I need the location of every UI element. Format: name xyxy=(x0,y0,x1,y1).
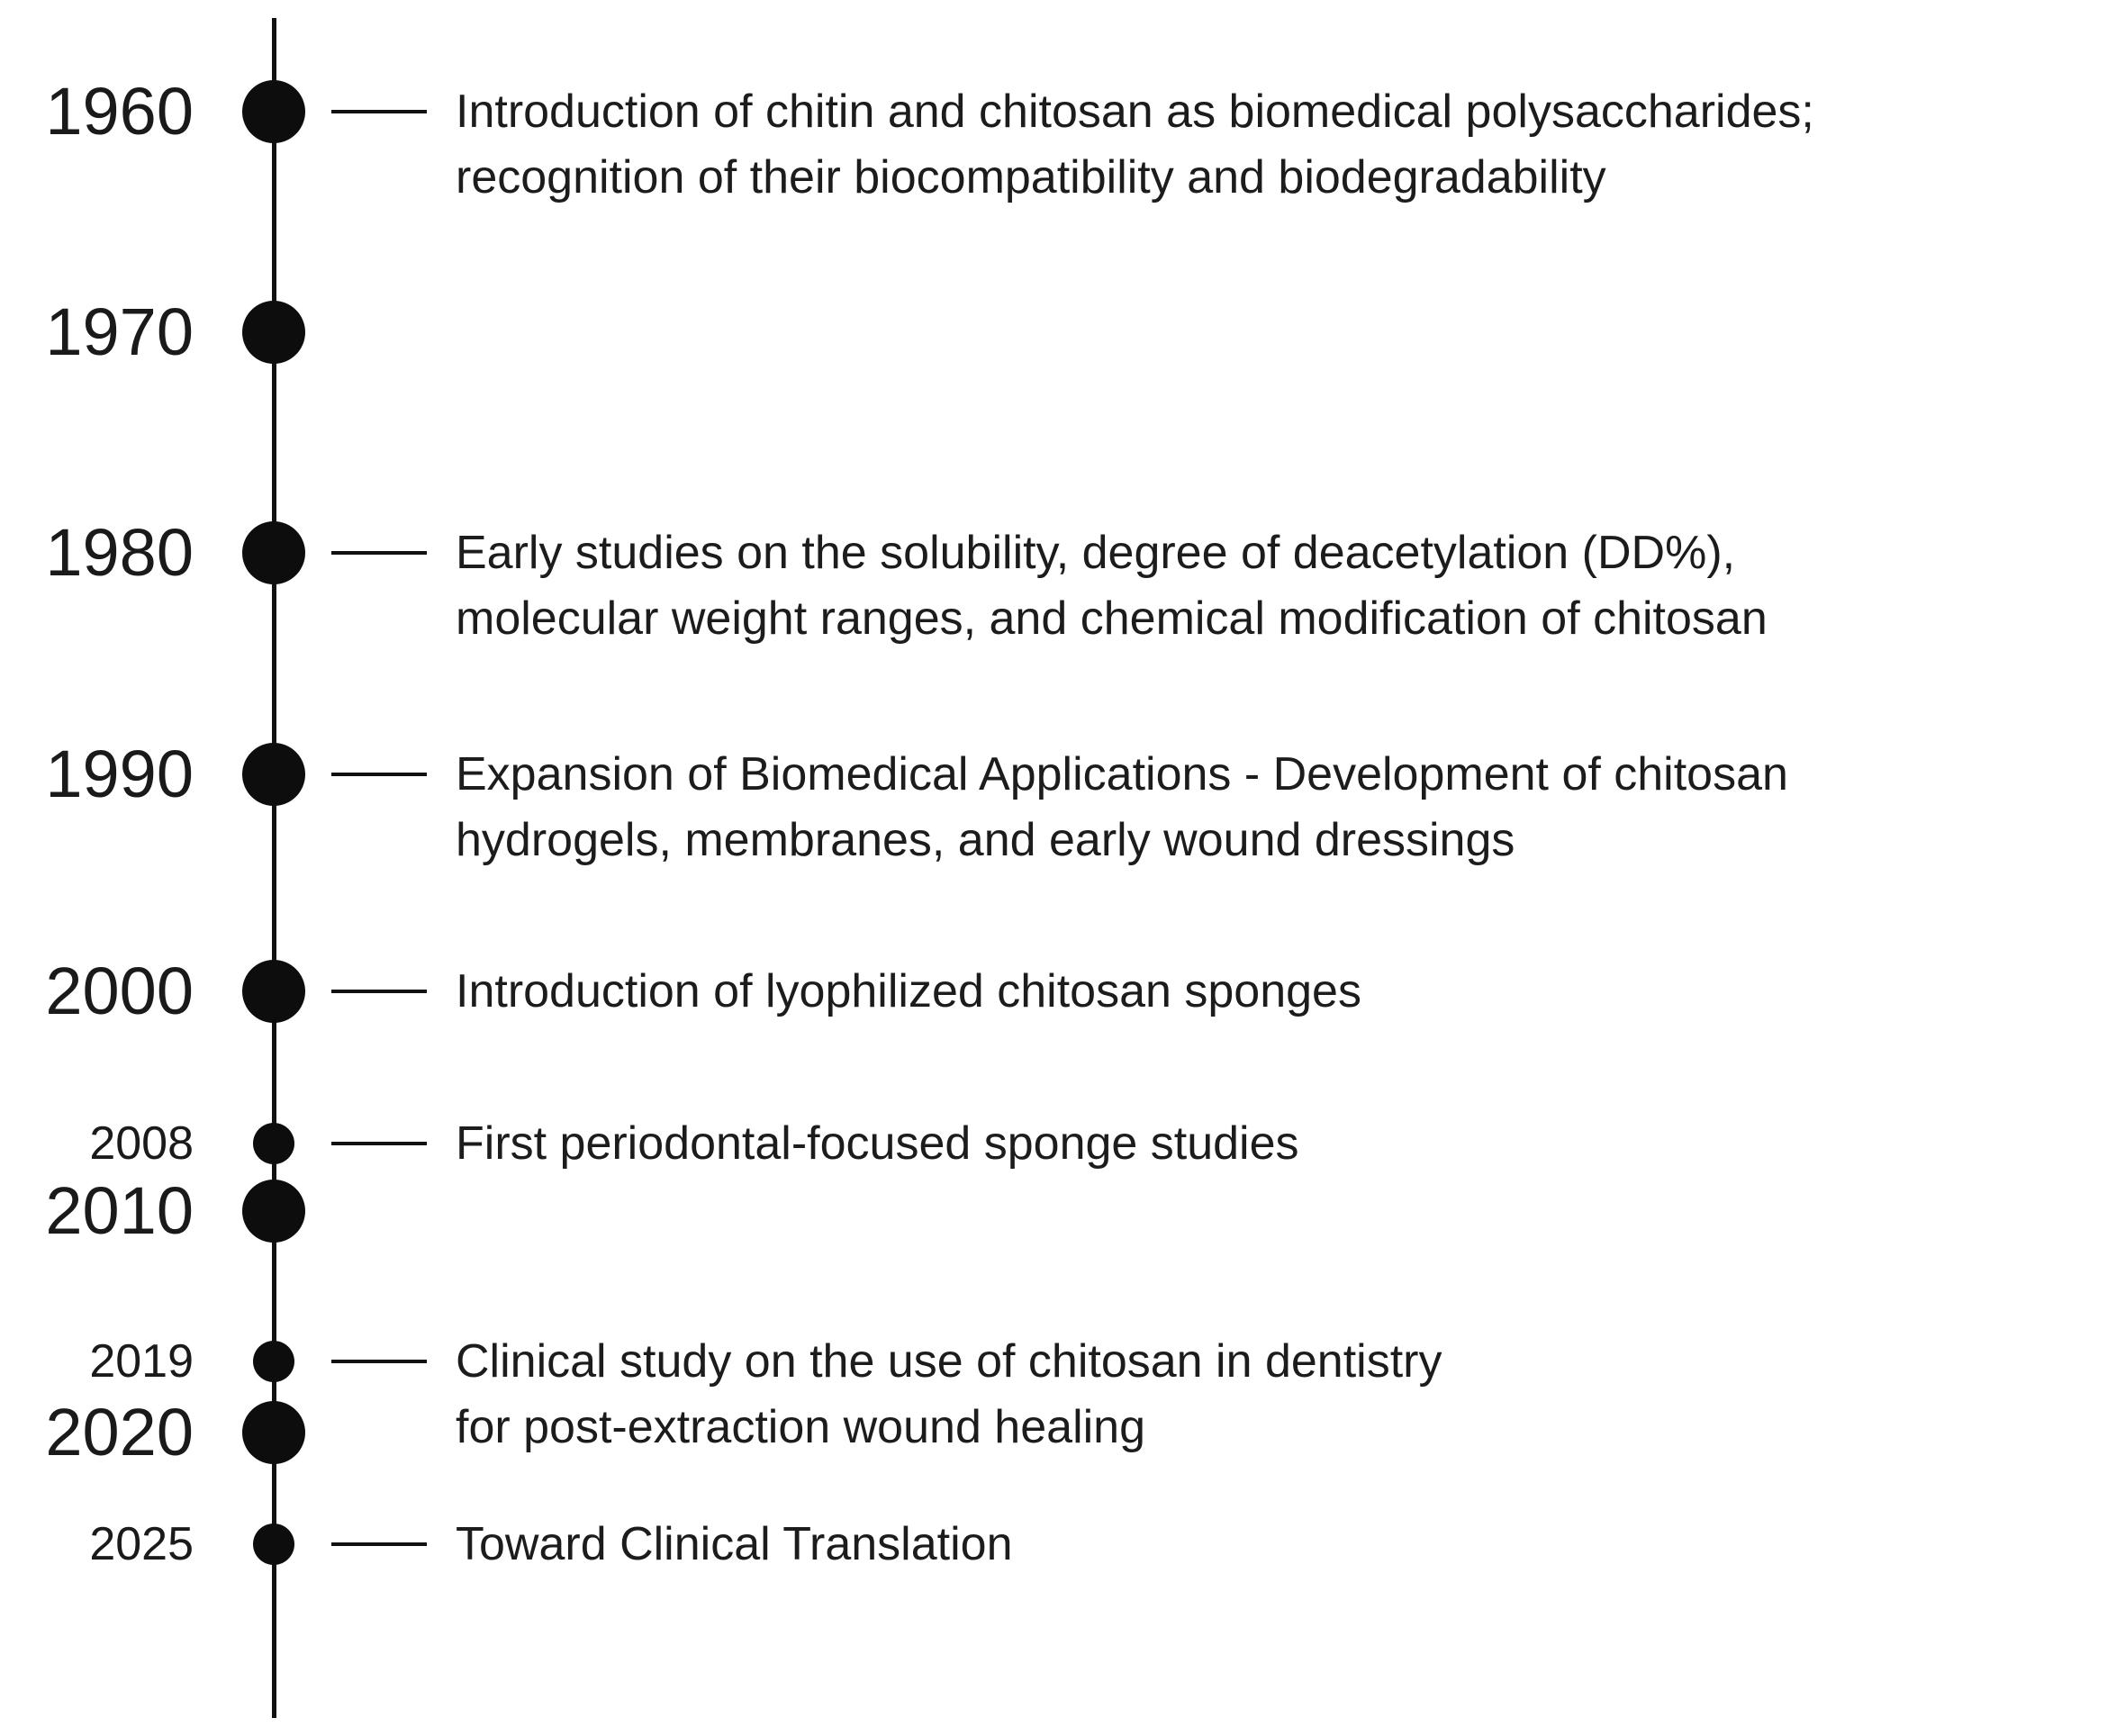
event-description: Clinical study on the use of chitosan in… xyxy=(456,1335,1442,1453)
event-description: Toward Clinical Translation xyxy=(456,1518,1013,1570)
event-connector-line xyxy=(331,1542,427,1546)
event-description: Introduction of lyophilized chitosan spo… xyxy=(456,965,1361,1017)
timeline-marker-major xyxy=(242,1401,305,1464)
event-connector-line xyxy=(331,110,427,113)
year-label: 2025 xyxy=(89,1518,194,1570)
timeline-marker-minor xyxy=(253,1341,294,1382)
event-description: First periodontal-focused sponge studies xyxy=(456,1117,1299,1170)
year-label: 2000 xyxy=(45,954,194,1028)
timeline-axis-line xyxy=(272,18,276,1718)
timeline-marker-minor xyxy=(253,1524,294,1565)
timeline-marker-major xyxy=(242,960,305,1023)
event-description: Introduction of chitin and chitosan as b… xyxy=(456,86,1814,203)
year-label: 1960 xyxy=(45,74,194,149)
timeline-marker-major xyxy=(242,1180,305,1243)
event-description: Early studies on the solubility, degree … xyxy=(456,527,1768,645)
event-connector-line xyxy=(331,990,427,993)
year-label: 1990 xyxy=(45,737,194,811)
event-connector-line xyxy=(331,551,427,555)
event-connector-line xyxy=(331,1142,427,1145)
event-description: Expansion of Biomedical Applications - D… xyxy=(456,748,1788,866)
year-label: 2019 xyxy=(89,1335,194,1388)
year-label: 2010 xyxy=(45,1173,194,1248)
timeline-marker-minor xyxy=(253,1123,294,1164)
event-connector-line xyxy=(331,773,427,776)
timeline-marker-major xyxy=(242,80,305,143)
timeline-marker-major xyxy=(242,743,305,806)
timeline-marker-major xyxy=(242,521,305,584)
event-connector-line xyxy=(331,1360,427,1363)
year-label: 1970 xyxy=(45,294,194,369)
year-label: 1980 xyxy=(45,515,194,590)
year-label: 2020 xyxy=(45,1395,194,1469)
timeline-marker-major xyxy=(242,301,305,364)
year-label: 2008 xyxy=(89,1117,194,1170)
